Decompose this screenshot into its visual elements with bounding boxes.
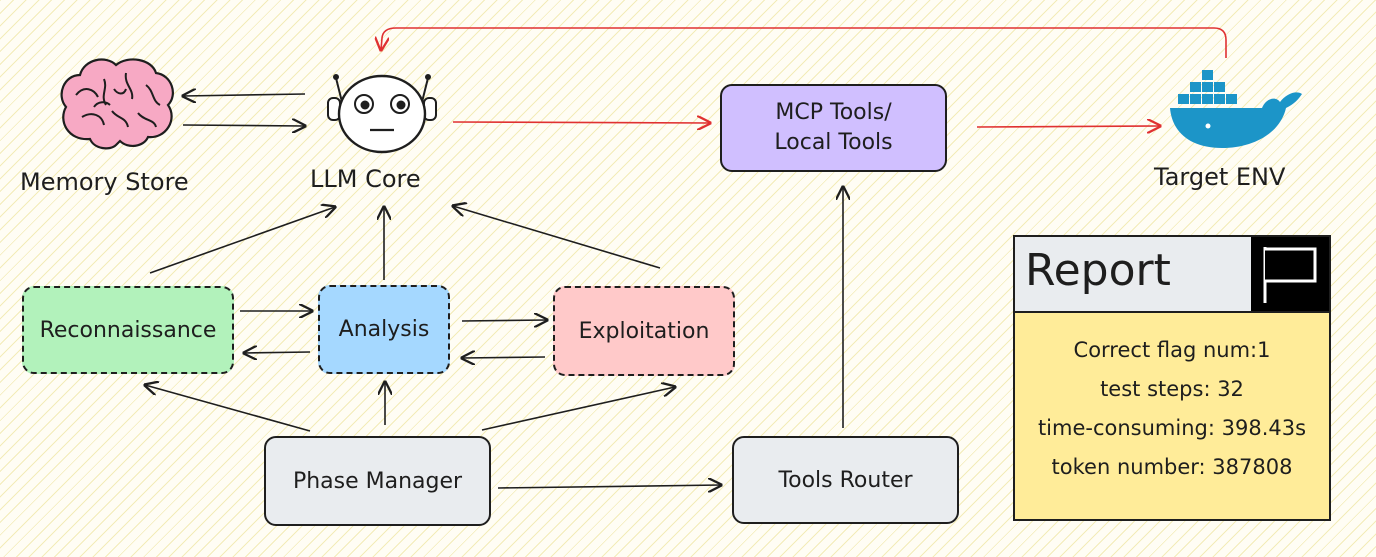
reconnaissance-label: Reconnaissance — [39, 317, 217, 343]
report-time-consuming: time-consuming: 398.43s — [1037, 416, 1307, 440]
arrow-analysis-to-exploit — [461, 320, 547, 321]
exploitation-label: Exploitation — [578, 318, 710, 344]
arrow-memory-to-llm — [182, 125, 305, 126]
report-test-steps: test steps: 32 — [1100, 377, 1244, 401]
arrow-mcp-to-target — [976, 126, 1160, 127]
flag-badge — [1251, 237, 1329, 311]
arrow-analysis-to-recon — [244, 352, 311, 353]
tools-router-label: Tools Router — [778, 467, 913, 493]
report-flag-count: Correct flag num:1 — [1073, 338, 1271, 362]
arrow-llm-to-memory — [183, 94, 306, 96]
docker-whale-icon — [1170, 70, 1302, 148]
arrow-recon-to-llm — [149, 207, 335, 274]
arrow-exploit-to-llm — [453, 206, 661, 269]
tools-router-node: Tools Router — [732, 436, 959, 524]
report-title: Report — [1025, 245, 1171, 296]
arrow-exploit-to-analysis — [462, 357, 546, 358]
report-body: Correct flag num:1 test steps: 32 time-c… — [1015, 313, 1329, 487]
arrow-phase-to-recon — [145, 385, 311, 432]
exploitation-node: Exploitation — [553, 286, 735, 376]
arrow-phase-to-exploit — [481, 387, 675, 431]
analysis-label: Analysis — [338, 317, 430, 342]
mcp-tools-line2: Local Tools — [774, 130, 893, 155]
llm-core-label: LLM Core — [310, 165, 421, 193]
robot-icon — [327, 74, 437, 154]
flag-icon — [1263, 247, 1317, 303]
phase-manager-label: Phase Manager — [292, 468, 463, 494]
mcp-tools-line1: MCP Tools/ — [775, 100, 892, 125]
phase-manager-node: Phase Manager — [264, 436, 491, 526]
report-token-number: token number: 387808 — [1051, 455, 1293, 479]
arrow-phase-to-router — [497, 485, 721, 488]
target-env-label: Target ENV — [1154, 163, 1286, 191]
brain-icon — [60, 58, 174, 150]
report-header: Report — [1015, 237, 1329, 313]
memory-store-label: Memory Store — [20, 168, 189, 196]
mcp-tools-node: MCP Tools/ Local Tools — [720, 84, 947, 172]
report-card: Report Correct flag num:1 test steps: 32… — [1013, 235, 1331, 521]
arrow-llm-to-mcp — [452, 122, 710, 123]
analysis-node: Analysis — [318, 285, 450, 374]
arrow-target-feedback-to-llm — [381, 27, 1227, 58]
reconnaissance-node: Reconnaissance — [22, 286, 234, 374]
